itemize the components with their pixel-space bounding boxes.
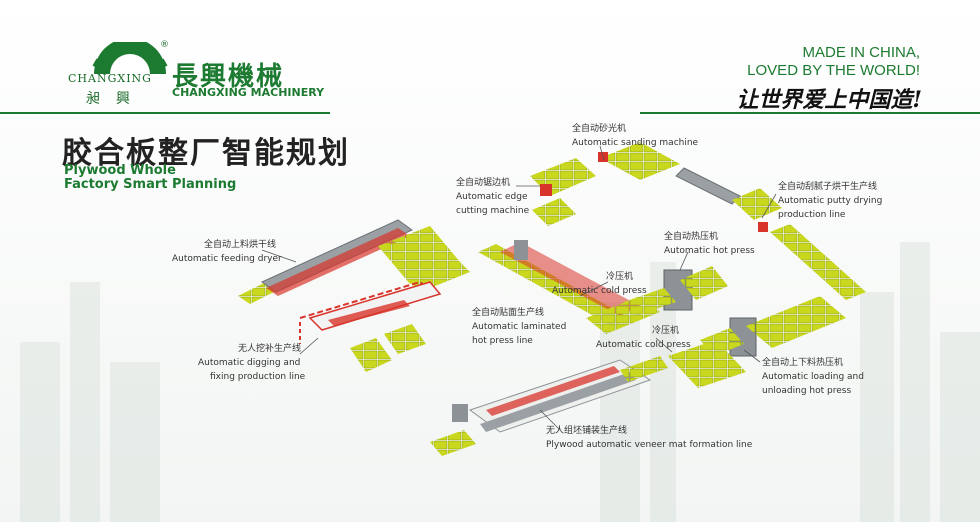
city-skyline-backdrop [20, 242, 980, 522]
label-cold-press-2-cn: 冷压机 [652, 326, 680, 336]
label-digging-en1: Automatic digging and [198, 358, 301, 368]
page-title-en-line2: Factory Smart Planning [64, 177, 237, 192]
label-edge-en1: Automatic edge [456, 192, 528, 202]
veneer-mat-formation-line [430, 356, 668, 456]
feeding-dryer-line [238, 219, 470, 304]
label-laminated-cn: 全自动贴面生产线 [472, 308, 545, 318]
label-feeding-en: Automatic feeding dryer [172, 254, 282, 264]
label-loading-hot-press: 全自动上下料热压机 Automatic loading and unloadin… [762, 356, 864, 398]
label-putty-cn: 全自动刮腻子烘干生产线 [778, 182, 878, 192]
label-digging-en2: fixing production line [210, 372, 306, 382]
brand-name-cn: 長興機械 [172, 62, 285, 92]
slogan-cn: 让世界爱上中国造! [736, 87, 922, 113]
label-hot-press-cn: 全自动热压机 [664, 232, 719, 242]
label-digging-cn: 无人挖补生产线 [238, 344, 302, 354]
header-divider-left [0, 112, 330, 114]
page-title-en-line1: Plywood Whole [64, 163, 176, 178]
label-veneer-cn: 无人组坯铺装生产线 [546, 426, 628, 436]
label-loading-en1: Automatic loading and [762, 372, 864, 382]
label-laminated-en1: Automatic laminated [472, 322, 567, 332]
label-putty-en2: production line [778, 210, 846, 220]
label-sanding-cn: 全自动砂光机 [572, 124, 627, 134]
label-edge-en2: cutting machine [456, 206, 530, 216]
header: ® CHANGXING 昶興 長興機械 CHANGXING MACHINERY … [0, 0, 980, 113]
label-hot-press-en: Automatic hot press [664, 246, 755, 256]
label-laminated-en2: hot press line [472, 336, 533, 346]
registered-mark: ® [160, 40, 169, 50]
logo-text-en: CHANGXING [68, 72, 152, 85]
label-hot-press: 全自动热压机 Automatic hot press [664, 230, 755, 258]
label-cold-press-1-cn: 冷压机 [606, 272, 634, 282]
header-divider-right [640, 112, 980, 114]
label-veneer-mat: 无人组坯铺装生产线 Plywood automatic veneer mat f… [546, 424, 752, 452]
label-edge-cutting: 全自动锯边机 Automatic edge cutting machine [456, 176, 529, 218]
label-putty-drying: 全自动刮腻子烘干生产线 Automatic putty drying produ… [778, 180, 882, 222]
page-title-cn: 胶合板整厂智能规划 [62, 136, 350, 171]
label-loading-cn: 全自动上下料热压机 [762, 358, 844, 368]
label-cold-press-1: 冷压机 Automatic cold press [552, 270, 647, 298]
slogan-line2: LOVED BY THE WORLD! [747, 62, 920, 79]
label-laminated-line: 全自动贴面生产线 Automatic laminated hot press l… [472, 306, 566, 348]
label-sanding-en: Automatic sanding machine [572, 138, 699, 148]
logo-text-cn: 昶興 [86, 91, 146, 107]
label-edge-cn: 全自动锯边机 [456, 178, 511, 188]
label-cold-press-2-en: Automatic cold press [596, 340, 691, 350]
label-digging-fixing: 无人挖补生产线 Automatic digging and fixing pro… [198, 342, 305, 384]
label-veneer-en: Plywood automatic veneer mat formation l… [546, 440, 753, 450]
label-cold-press-1-en: Automatic cold press [552, 286, 647, 296]
sanding-edge-putty-lines [530, 142, 866, 300]
brand-name-en: CHANGXING MACHINERY [172, 86, 325, 99]
label-loading-en2: unloading hot press [762, 386, 852, 396]
label-feeding-cn: 全自动上料烘干线 [204, 240, 277, 250]
slogan-line1: MADE IN CHINA, [802, 44, 920, 61]
digging-fixing-line [299, 280, 442, 372]
label-sanding-machine: 全自动砂光机 Automatic sanding machine [572, 122, 698, 150]
label-feeding-dryer: 全自动上料烘干线 Automatic feeding dryer [172, 238, 282, 266]
label-cold-press-2: 冷压机 Automatic cold press [596, 324, 691, 352]
hot-press-machines [624, 266, 846, 388]
gear-logo-icon [92, 42, 168, 74]
label-putty-en1: Automatic putty drying [778, 196, 883, 206]
